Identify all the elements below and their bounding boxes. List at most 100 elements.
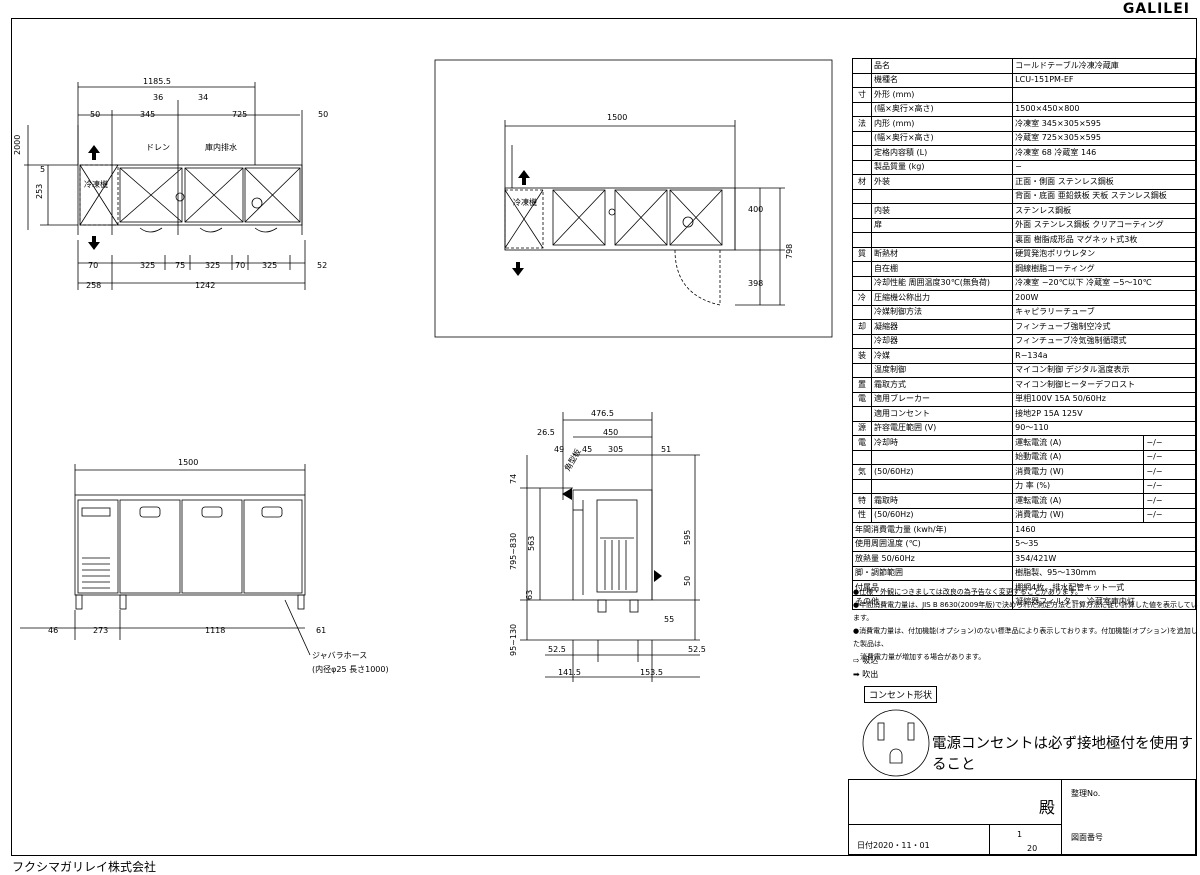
spec-cell: 正面・側面 ステンレス鋼板: [1012, 174, 1196, 190]
title-block: 殿 整理No. 日付2020・11・01 1 20 図面番号: [848, 779, 1196, 856]
svg-text:325: 325: [205, 261, 220, 270]
exhaust-label: 吹出: [862, 670, 879, 679]
spec-cell: 運転電流 (A): [1012, 493, 1145, 509]
spec-cell: 圧縮機公称出力: [870, 290, 1014, 306]
spec-cell: 性: [852, 507, 872, 523]
svg-text:258: 258: [86, 281, 101, 290]
spec-row: 扉外面 ステンレス鋼板 クリアコーティング: [852, 217, 1196, 233]
spec-cell: 冷蔵室 725×305×595: [1012, 130, 1196, 146]
spec-cell: 接地2P 15A 125V: [1012, 406, 1196, 422]
svg-text:141.5: 141.5: [558, 668, 581, 677]
spec-cell: 200W: [1012, 290, 1196, 306]
spec-cell: 内形 (mm): [870, 116, 1014, 132]
scale-denominator: 20: [1027, 844, 1038, 853]
spec-row: (幅×奥行×高さ)冷蔵室 725×305×595: [852, 130, 1196, 146]
spec-row: 品名コールドテーブル冷凍冷蔵庫: [852, 58, 1196, 74]
spec-cell: 霜取方式: [870, 377, 1014, 393]
spec-cell: 霜取時: [870, 493, 1014, 509]
intake-arrow-icon: ⇨: [853, 656, 860, 665]
side-view: [520, 412, 700, 682]
svg-text:26.5: 26.5: [537, 428, 555, 437]
spec-cell: 冷凍室 68 冷蔵室 146: [1012, 145, 1196, 161]
spec-cell: 電: [852, 391, 872, 407]
spec-cell: [870, 478, 1014, 494]
spec-cell: 適用コンセント: [870, 406, 1014, 422]
svg-text:50: 50: [90, 110, 100, 119]
company-name: フクシマガリレイ株式会社: [12, 860, 157, 874]
svg-text:75: 75: [175, 261, 185, 270]
spec-cell: [870, 188, 1014, 204]
spec-cell: [852, 145, 872, 161]
spec-cell: −/−: [1143, 493, 1196, 509]
spec-cell: [852, 72, 872, 88]
svg-text:325: 325: [262, 261, 277, 270]
spec-cell: 1460: [1012, 522, 1196, 538]
front-view: [20, 464, 311, 656]
spec-cell: 1500×450×800: [1012, 101, 1196, 117]
spec-cell: 樹脂製、95〜130mm: [1012, 565, 1196, 581]
svg-text:95~130: 95~130: [509, 624, 518, 656]
svg-text:1242: 1242: [195, 281, 215, 290]
spec-cell: [852, 275, 872, 291]
svg-text:1118: 1118: [205, 626, 225, 635]
spec-cell: −/−: [1143, 464, 1196, 480]
outlet-symbol: [862, 709, 930, 777]
spec-cell: [852, 58, 872, 74]
svg-text:450: 450: [603, 428, 618, 437]
spec-cell: R−134a: [1012, 348, 1196, 364]
svg-text:153.5: 153.5: [640, 668, 663, 677]
outlet-title: コンセント形状: [864, 686, 938, 703]
svg-text:273: 273: [93, 626, 108, 635]
spec-row: 使用周囲温度 (℃)5〜35: [851, 536, 1196, 552]
spec-cell: [852, 130, 872, 146]
svg-text:795~830: 795~830: [509, 533, 518, 570]
spec-cell: 年間消費電力量 (kwh/年): [851, 522, 1014, 538]
spec-cell: 冷媒: [870, 348, 1014, 364]
svg-text:52: 52: [317, 261, 327, 270]
svg-text:50: 50: [318, 110, 328, 119]
spec-cell: 定格内容積 (L): [870, 145, 1014, 161]
spec-cell: 放熱量 50/60Hz: [851, 551, 1014, 567]
spec-cell: [852, 261, 872, 277]
spec-cell: マイコン制御ヒーターデフロスト: [1012, 377, 1196, 393]
svg-text:角型板: 角型板: [562, 447, 583, 473]
svg-text:34: 34: [198, 93, 208, 102]
spec-cell: 凝縮器フィルター、冷蔵室庫内灯: [1012, 594, 1196, 610]
spec-cell: コールドテーブル冷凍冷蔵庫: [1012, 58, 1196, 74]
spec-cell: −/−: [1143, 435, 1196, 451]
spec-row: 法内形 (mm)冷凍室 345×305×595: [852, 116, 1196, 132]
spec-cell: 気: [852, 464, 872, 480]
spec-cell: [1012, 87, 1196, 103]
spec-cell: 外形 (mm): [870, 87, 1014, 103]
spec-cell: 装: [852, 348, 872, 364]
spec-cell: 5〜35: [1012, 536, 1196, 552]
spec-row: (幅×奥行×高さ)1500×450×800: [852, 101, 1196, 117]
spec-cell: その他: [851, 594, 1014, 610]
spec-row: 付属品棚網4枚、排水配管キット一式: [851, 580, 1196, 596]
spec-cell: [852, 406, 872, 422]
spec-cell: (50/60Hz): [870, 464, 1014, 480]
spec-cell: 冷却性能 周囲温度30℃(無負荷): [870, 275, 1014, 291]
spec-cell: [870, 232, 1014, 248]
spec-row: 冷却器フィンチューブ冷気強制循環式: [852, 333, 1196, 349]
spec-cell: 自在棚: [870, 261, 1014, 277]
spec-row: 寸外形 (mm): [852, 87, 1196, 103]
note-line: ●年間消費電力量は、JIS B 8630(2009年版)で決められた測定方法と計…: [853, 601, 1198, 622]
exhaust-arrow-icon: ➡: [853, 670, 860, 679]
svg-text:ドレン: ドレン: [146, 143, 170, 152]
note-line: ●仕様・外観につきましては改良の為予告なく変更することがあります。: [853, 588, 1083, 596]
svg-text:ジャバラホース: ジャバラホース: [312, 651, 367, 660]
svg-text:61: 61: [316, 626, 326, 635]
svg-text:50: 50: [683, 576, 692, 586]
spec-cell: 鋼線樹脂コーティング: [1012, 261, 1196, 277]
spec-cell: 354/421W: [1012, 551, 1196, 567]
spec-cell: [852, 188, 872, 204]
spec-cell: 許容電圧範囲 (V): [870, 420, 1014, 436]
spec-cell: 材: [852, 174, 872, 190]
spec-cell: 90〜110: [1012, 420, 1196, 436]
spec-cell: 特: [852, 493, 872, 509]
spec-cell: [852, 333, 872, 349]
